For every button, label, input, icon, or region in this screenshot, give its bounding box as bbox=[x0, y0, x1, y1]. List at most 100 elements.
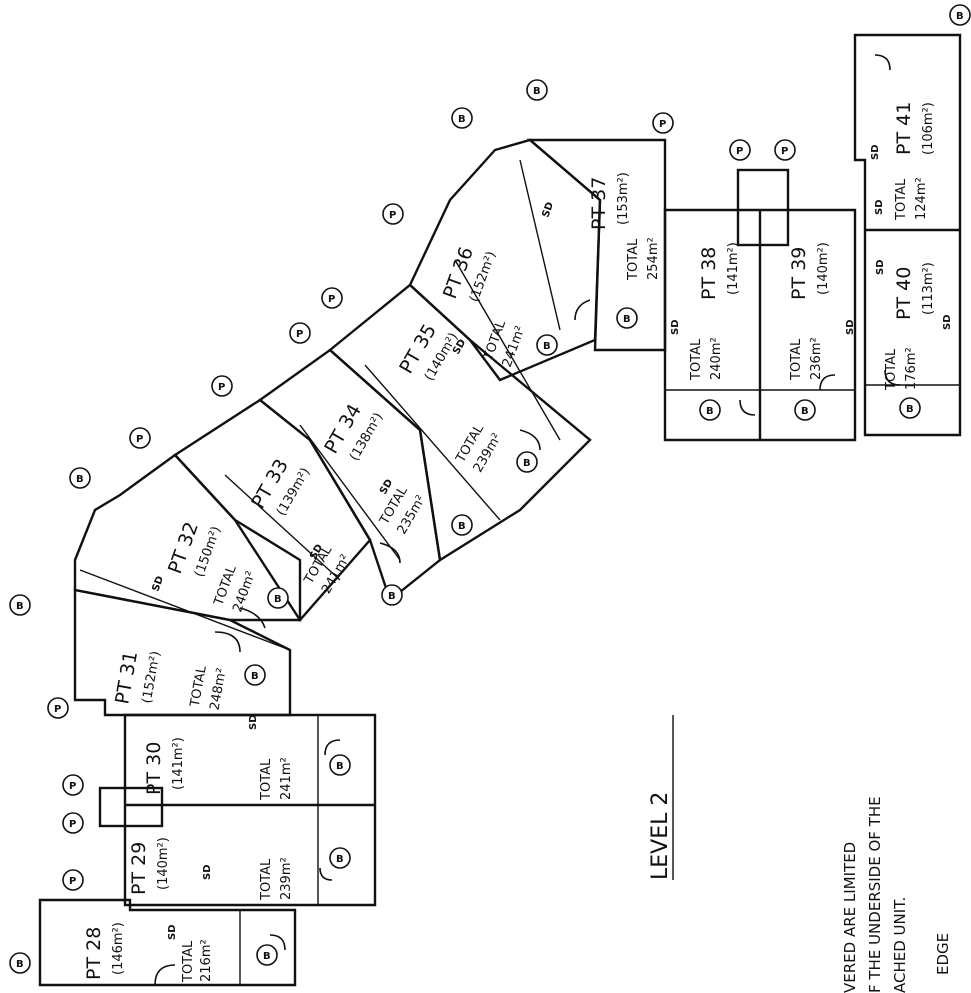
door-swing bbox=[319, 867, 333, 881]
balcony-markers: B B B B B B B B B B B B B B B B B B B bbox=[9, 4, 971, 974]
balcony-marker: B bbox=[329, 754, 351, 776]
sd-tag: SD bbox=[942, 314, 953, 330]
balcony-marker-label: B bbox=[906, 404, 914, 415]
sd-tag: SD bbox=[202, 864, 213, 880]
unit-37-total-label: TOTAL bbox=[626, 238, 641, 281]
balcony-marker-label: B bbox=[336, 854, 344, 865]
balcony-marker: B bbox=[244, 664, 266, 686]
parking-marker-label: P bbox=[218, 382, 225, 393]
unit-label-30: PT 30 (141m²) TOTAL 241m² bbox=[143, 737, 294, 801]
unit-38-39-outline bbox=[663, 208, 857, 442]
sd-tag: SD bbox=[670, 319, 681, 335]
unit-31-name: PT 31 bbox=[111, 650, 142, 706]
unit-30-total: 241m² bbox=[279, 757, 294, 800]
unit-label-29: PT 29 (140m²) TOTAL 239m² bbox=[128, 837, 294, 901]
balcony-marker-label: B bbox=[458, 114, 466, 125]
parking-marker-label: P bbox=[69, 819, 76, 830]
balcony-marker: B bbox=[451, 107, 473, 129]
balcony-marker-label: B bbox=[336, 761, 344, 772]
door-swing bbox=[519, 429, 541, 451]
unit-label-39: PT 39 (140m²) TOTAL 236m² bbox=[788, 242, 831, 381]
parking-marker-label: P bbox=[136, 434, 143, 445]
sd-tag: SD bbox=[248, 714, 259, 730]
parking-marker-label: P bbox=[69, 876, 76, 887]
parking-marker: P bbox=[62, 774, 84, 796]
unit-41-total-label: TOTAL bbox=[894, 178, 909, 221]
unit-29-30-carport bbox=[98, 786, 164, 828]
door-swing bbox=[574, 299, 591, 321]
parking-marker: P bbox=[62, 869, 84, 891]
note-line-2: F THE UNDERSIDE OF THE bbox=[866, 796, 884, 993]
balcony-marker-label: B bbox=[274, 594, 282, 605]
parking-marker-label: P bbox=[389, 210, 396, 221]
unit-40-41-outline bbox=[853, 33, 962, 437]
unit-28-name: PT 28 bbox=[83, 927, 105, 980]
balcony-marker: B bbox=[381, 584, 403, 606]
unit-37-outline bbox=[526, 138, 667, 352]
level-title: LEVEL 2 bbox=[648, 715, 674, 880]
unit-29-area: (140m²) bbox=[156, 837, 171, 890]
balcony-marker-label: B bbox=[16, 959, 24, 970]
unit-40-total: 176m² bbox=[904, 347, 919, 390]
unit-39-area: (140m²) bbox=[816, 242, 831, 295]
unit-28-area: (146m²) bbox=[111, 922, 126, 975]
unit-29-total: 239m² bbox=[279, 857, 294, 900]
sd-tag: SD bbox=[845, 319, 856, 335]
notes: VERED ARE LIMITED F THE UNDERSIDE OF THE… bbox=[841, 796, 952, 993]
parking-marker-label: P bbox=[736, 146, 743, 157]
balcony-marker: B bbox=[9, 952, 31, 974]
parking-marker-label: P bbox=[781, 146, 788, 157]
balcony-marker: B bbox=[949, 4, 971, 26]
parking-marker: P bbox=[47, 697, 69, 719]
parking-marker: P bbox=[289, 322, 311, 344]
door-swings bbox=[154, 54, 901, 986]
interior-line-6 bbox=[519, 159, 561, 331]
smoke-detector-tags: SD SD SD SD SD SD SD SD SD SD SD SD SD S… bbox=[150, 144, 953, 940]
parking-marker: P bbox=[129, 427, 151, 449]
unit-40-total-label: TOTAL bbox=[884, 348, 899, 391]
unit-37-name: PT 37 bbox=[588, 177, 610, 230]
unit-30-total-label: TOTAL bbox=[259, 758, 274, 801]
door-swing bbox=[214, 631, 241, 653]
balcony-marker: B bbox=[69, 467, 91, 489]
door-swing bbox=[739, 399, 756, 416]
unit-41-total: 124m² bbox=[914, 177, 929, 220]
parking-marker: P bbox=[729, 139, 751, 161]
balcony-marker: B bbox=[451, 514, 473, 536]
balcony-marker: B bbox=[699, 399, 721, 421]
parking-marker-label: P bbox=[328, 294, 335, 305]
balcony-marker: B bbox=[794, 399, 816, 421]
balcony-marker-label: B bbox=[706, 406, 714, 417]
unit-37-area: (153m²) bbox=[616, 172, 631, 225]
balcony-marker-label: B bbox=[458, 521, 466, 532]
unit-28-total: 216m² bbox=[199, 939, 214, 982]
unit-39-total-label: TOTAL bbox=[789, 338, 804, 381]
unit-40-name: PT 40 bbox=[893, 267, 915, 320]
level-title-text: LEVEL 2 bbox=[648, 792, 673, 880]
parking-marker: P bbox=[211, 375, 233, 397]
balcony-marker-label: B bbox=[523, 458, 531, 469]
parking-marker-label: P bbox=[659, 119, 666, 130]
unit-label-40: PT 40 (113m²) TOTAL 176m² bbox=[884, 262, 936, 391]
unit-label-31: PT 31 (152m²) TOTAL 248m² bbox=[111, 650, 230, 712]
sd-tag: SD bbox=[870, 144, 881, 160]
parking-marker: P bbox=[321, 287, 343, 309]
unit-32-outline bbox=[73, 453, 302, 622]
interior-line-5 bbox=[454, 259, 561, 441]
balcony-marker: B bbox=[899, 397, 921, 419]
unit-30-area: (141m²) bbox=[171, 737, 186, 790]
unit-31-total: 248m² bbox=[208, 667, 230, 712]
sd-tag: SD bbox=[874, 199, 885, 215]
balcony-marker-label: B bbox=[801, 406, 809, 417]
parking-marker: P bbox=[62, 812, 84, 834]
parking-marker-label: P bbox=[54, 704, 61, 715]
door-swing bbox=[874, 54, 891, 71]
door-swing bbox=[154, 964, 176, 986]
unit-38-total-label: TOTAL bbox=[689, 338, 704, 381]
sd-tag: SD bbox=[540, 201, 556, 219]
unit-label-41: PT 41 (106m²) TOTAL 124m² bbox=[893, 102, 936, 221]
unit-31-area: (152m²) bbox=[140, 650, 164, 705]
balcony-marker: B bbox=[516, 451, 538, 473]
door-swing bbox=[379, 542, 401, 564]
